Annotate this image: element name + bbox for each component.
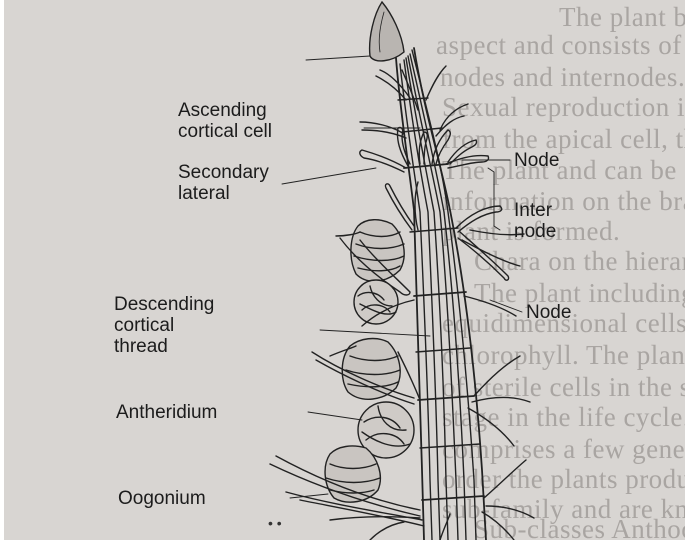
label-line: Descending [114,294,214,315]
label-line: Inter [514,200,556,221]
label-line: Ascending [178,100,272,121]
internode-bracket [488,168,500,230]
apical-cell [370,2,404,61]
label-line: cortical [114,315,214,336]
antheridium-1 [354,280,398,324]
leader-descending-cortical-thread [320,330,430,336]
chara-branch-drawing: • • [4,0,685,540]
label-antheridium: Antheridium [116,402,217,423]
label-internode: Inter node [514,200,556,242]
dots-mark: • • [268,515,282,531]
label-line: cortical cell [178,121,272,142]
label-ascending-cortical-cell: Ascending cortical cell [178,100,272,142]
label-oogonium: Oogonium [118,488,206,509]
label-line: thread [114,336,214,357]
label-line: node [514,221,556,242]
label-node-lower: Node [526,302,571,323]
label-line: Secondary [178,162,269,183]
leader-antheridium [308,412,362,420]
label-node-upper: Node [514,150,559,171]
secondary-lateral [360,150,406,172]
leader-apical [306,56,370,60]
scanned-figure: The plant body presents a gr aspect and … [4,0,685,540]
leader-secondary-lateral [282,168,376,184]
label-descending-cortical-thread: Descending cortical thread [114,294,214,357]
label-secondary-lateral: Secondary lateral [178,162,269,204]
oogonium-1 [351,220,404,282]
label-line: lateral [178,183,269,204]
